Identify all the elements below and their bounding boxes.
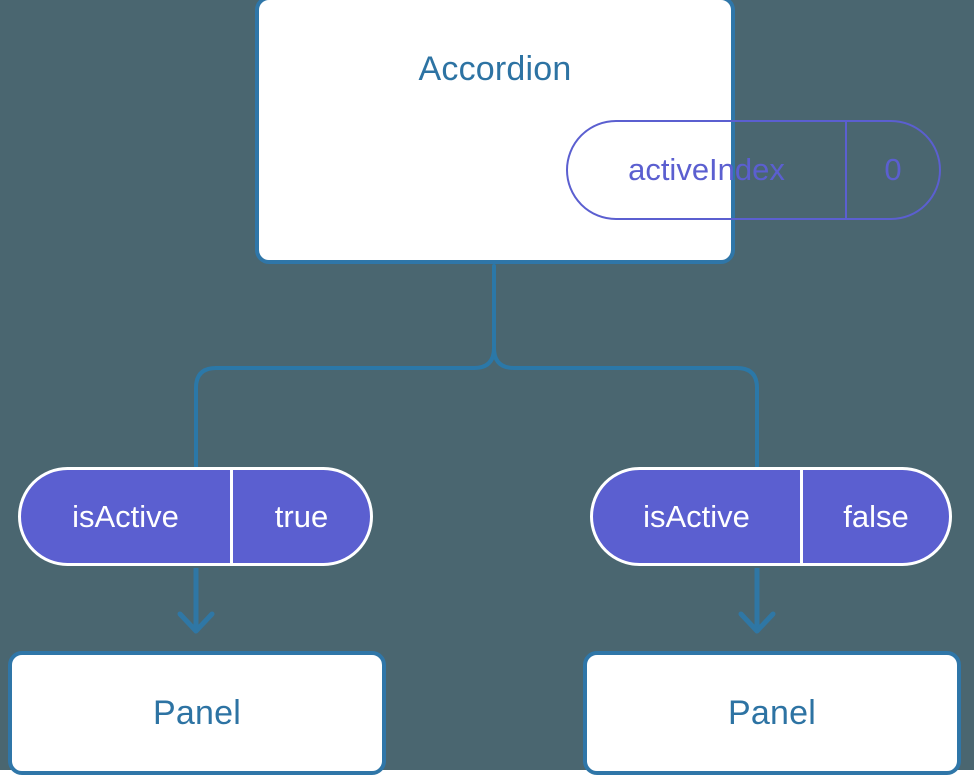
panel-card-title: Panel bbox=[728, 694, 816, 732]
edge-root-to-branches bbox=[194, 264, 496, 469]
panel-card-title: Panel bbox=[153, 694, 241, 732]
panel-component-card-right[interactable]: Panel bbox=[583, 651, 961, 775]
state-pill-activeindex[interactable]: activeIndex 0 bbox=[566, 120, 941, 220]
panel-component-card-left[interactable]: Panel bbox=[8, 651, 386, 775]
prop-pill-key: isActive bbox=[593, 470, 803, 563]
edge-root-to-branch-right bbox=[492, 346, 759, 469]
prop-pill-value: true bbox=[274, 498, 329, 534]
prop-pill-isactive-true[interactable]: isActive true bbox=[18, 467, 373, 566]
arrow-right-pill-to-panel bbox=[738, 568, 776, 634]
arrow-left-pill-to-panel bbox=[177, 568, 215, 634]
prop-pill-value: false bbox=[843, 498, 909, 534]
state-pill-value: 0 bbox=[884, 152, 902, 187]
accordion-card-title: Accordion bbox=[418, 50, 572, 88]
accordion-component-card[interactable]: Accordion activeIndex 0 bbox=[255, 0, 941, 264]
prop-pill-key: isActive bbox=[21, 470, 233, 563]
state-pill-key: activeIndex bbox=[568, 122, 847, 218]
prop-pill-isactive-false[interactable]: isActive false bbox=[590, 467, 952, 566]
